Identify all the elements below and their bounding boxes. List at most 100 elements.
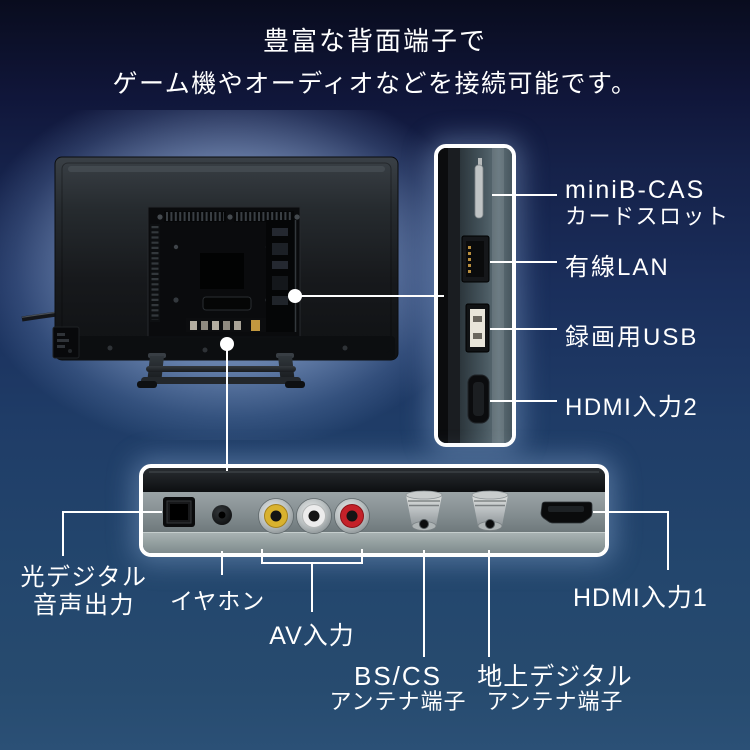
bottom-ports-graphic (143, 468, 605, 553)
hdmi-inner (548, 506, 584, 512)
lan-pin (468, 264, 471, 267)
power-label-mark (57, 345, 65, 348)
label-minib-cas-line1: miniB-CAS (565, 176, 706, 204)
tv-stand (137, 353, 305, 388)
bottom-housing-glass (143, 532, 605, 553)
callout-bracket-av (261, 549, 363, 612)
usb-contact (473, 316, 482, 322)
mini-port-icon (272, 276, 288, 290)
mini-connector-icon (234, 321, 241, 330)
label-optical-line1: 光デジタル (20, 564, 148, 591)
label-hdmi2: HDMI入力2 (565, 394, 699, 421)
stand-foot (137, 381, 157, 388)
power-label-mark (57, 339, 69, 342)
power-label-mark (57, 333, 65, 336)
minib-cas-notch (478, 158, 482, 166)
vesa-hole-icon (173, 297, 179, 303)
coax-hole (419, 519, 429, 529)
lan-pin (468, 258, 471, 261)
label-lan: 有線LAN (565, 254, 670, 281)
handle-recess (202, 296, 252, 311)
header: 豊富な背面端子で ゲーム機やオーディオなどを接続可能です。 (0, 26, 750, 99)
mini-port-icon (272, 228, 288, 236)
callout-dot-side (288, 289, 302, 303)
mini-port-icon (272, 243, 288, 255)
bs-cs-antenna-connector (405, 490, 443, 531)
earphone-hole (218, 511, 226, 519)
screw-icon (202, 347, 208, 353)
lan-port (461, 235, 490, 283)
label-terrestrial-line1: 地上デジタル (477, 663, 633, 691)
label-bscs-line1: BS/CS (353, 661, 443, 691)
terrestrial-antenna-connector (471, 490, 509, 531)
label-hdmi1: HDMI入力1 (573, 584, 708, 612)
label-usb: 録画用USB (565, 324, 699, 351)
mini-connector-icon (201, 321, 208, 330)
label-earphone: イヤホン (170, 588, 266, 614)
rca-center (346, 510, 358, 522)
side-port-recess (266, 220, 297, 332)
vesa-recess (200, 253, 244, 289)
label-minib-cas-line2: カードスロット (565, 204, 730, 229)
earphone-jack (212, 505, 232, 525)
mini-connector-icon (212, 321, 219, 330)
coax-body (472, 495, 508, 526)
power-inlet (52, 326, 80, 359)
mini-connector-gold-icon (251, 320, 260, 331)
label-optical-line2: 音声出力 (33, 592, 135, 619)
tv-top-highlight (68, 166, 385, 172)
stand-foot (285, 381, 305, 388)
rca-center (308, 510, 320, 522)
optical-inner (170, 504, 188, 520)
screw-icon (157, 214, 163, 220)
mini-port-icon (272, 296, 288, 305)
rca-yellow-jack (258, 498, 294, 534)
coax-collar (471, 490, 509, 500)
bottom-ports-closeup (139, 464, 609, 557)
usb-contact (473, 333, 482, 339)
coax-body (406, 495, 442, 526)
callout-line-hdmi1 (593, 511, 669, 570)
label-terrestrial-line2: アンテナ端子 (486, 689, 624, 714)
mini-connector-icon (190, 321, 197, 330)
coax-hole (485, 519, 495, 529)
callout-lines (62, 194, 669, 657)
lan-pin (468, 246, 471, 249)
screw-icon (294, 214, 300, 220)
mini-connector-icon (223, 321, 230, 330)
vent-strip-left-bg (164, 211, 226, 222)
hdmi-inner (473, 382, 484, 416)
lan-pin (468, 252, 471, 255)
header-line-2: ゲーム機やオーディオなどを接続可能です。 (112, 70, 638, 98)
lan-inner (466, 241, 484, 277)
stand-crossbar (146, 366, 296, 372)
lan-pin (468, 270, 471, 273)
hdmi-port-bottom (540, 501, 593, 524)
vesa-hole-icon (173, 244, 179, 250)
rca-white-jack (296, 498, 332, 534)
rca-center (270, 510, 282, 522)
hdmi-port-side (467, 374, 490, 424)
rca-red-jack (334, 498, 370, 534)
tv-edge-mid (448, 148, 460, 443)
label-minib-cas: miniB-CAS カードスロット (565, 177, 730, 229)
minib-cas-slot (474, 164, 484, 219)
usb-port (465, 303, 490, 353)
power-hole-icon (68, 349, 72, 353)
stand-crossbar (141, 377, 301, 384)
label-bscs-line2: アンテナ端子 (329, 689, 467, 714)
label-optical: 光デジタル 音声出力 (8, 564, 160, 620)
label-bscs: BS/CS アンテナ端子 (322, 662, 474, 713)
callout-line-optical (62, 511, 162, 556)
label-av: AV入力 (269, 622, 355, 650)
coax-collar (405, 490, 443, 500)
callout-dot-bottom (220, 337, 234, 351)
screw-icon (227, 214, 233, 220)
label-terrestrial: 地上デジタル アンテナ端子 (476, 664, 634, 713)
mini-port-icon (272, 261, 288, 269)
screw-icon (342, 345, 348, 351)
optical-audio-port (163, 497, 195, 527)
side-housing-sheen (492, 148, 504, 443)
